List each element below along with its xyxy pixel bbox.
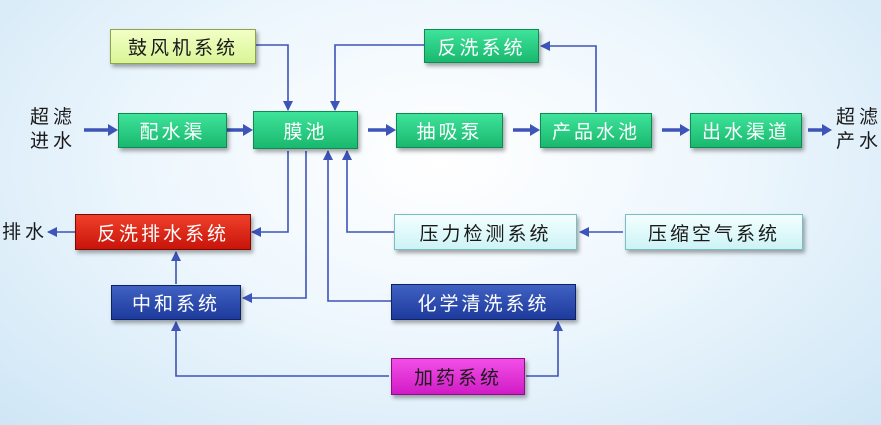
arrow-blower-to-membrane bbox=[256, 44, 293, 111]
arrowhead-product-to-outlet bbox=[680, 124, 690, 136]
arrowhead-outlet-to-product-out bbox=[822, 124, 832, 136]
arrow-product-to-backwash bbox=[540, 41, 597, 112]
pressure-detection-system-box: 压力检测系统 bbox=[394, 214, 577, 250]
inlet-label-line1: 超滤 bbox=[30, 106, 77, 128]
arrow-membrane-to-drain bbox=[251, 151, 289, 237]
chemical-cleaning-system-box: 化学清洗系统 bbox=[391, 284, 576, 320]
inlet-label-line2: 进水 bbox=[30, 130, 77, 152]
drain-label: 排水 bbox=[2, 221, 49, 243]
backwash-drain-system-box: 反洗排水系统 bbox=[75, 214, 251, 250]
suction-pump-box: 抽吸泵 bbox=[396, 113, 503, 148]
arrowhead-membrane-to-pump bbox=[386, 124, 396, 136]
arrow-backwash-to-membrane bbox=[330, 44, 424, 111]
arrow-dosing-to-chemical bbox=[526, 321, 563, 377]
arrow-membrane-to-neutralization bbox=[242, 151, 307, 303]
arrowhead-distribution-to-membrane bbox=[243, 124, 253, 136]
compressed-air-system-box: 压缩空气系统 bbox=[625, 214, 803, 250]
product-water-tank-box: 产品水池 bbox=[540, 113, 652, 148]
blower-system-box: 鼓风机系统 bbox=[110, 29, 256, 64]
backwash-system-box: 反洗系统 bbox=[424, 29, 539, 63]
arrow-pressure-to-membrane bbox=[342, 150, 394, 233]
arrow-dosing-to-neutralization bbox=[171, 321, 389, 377]
outlet-channel-box: 出水渠道 bbox=[690, 113, 802, 148]
ultrafiltration-product-label: 超滤 产水 bbox=[836, 105, 881, 153]
arrow-chemical-to-membrane bbox=[323, 150, 391, 302]
arrowhead-pump-to-product bbox=[530, 124, 540, 136]
water-distribution-channel-box: 配水渠 bbox=[118, 113, 227, 148]
ultrafiltration-inlet-label: 超滤 进水 bbox=[30, 105, 76, 153]
product-label-line1: 超滤 bbox=[836, 106, 881, 128]
product-label-line2: 产水 bbox=[836, 130, 881, 152]
membrane-tank-box: 膜池 bbox=[253, 111, 358, 149]
neutralization-system-box: 中和系统 bbox=[111, 285, 241, 320]
arrowhead-inlet bbox=[108, 124, 118, 136]
dosing-system-box: 加药系统 bbox=[391, 358, 525, 395]
